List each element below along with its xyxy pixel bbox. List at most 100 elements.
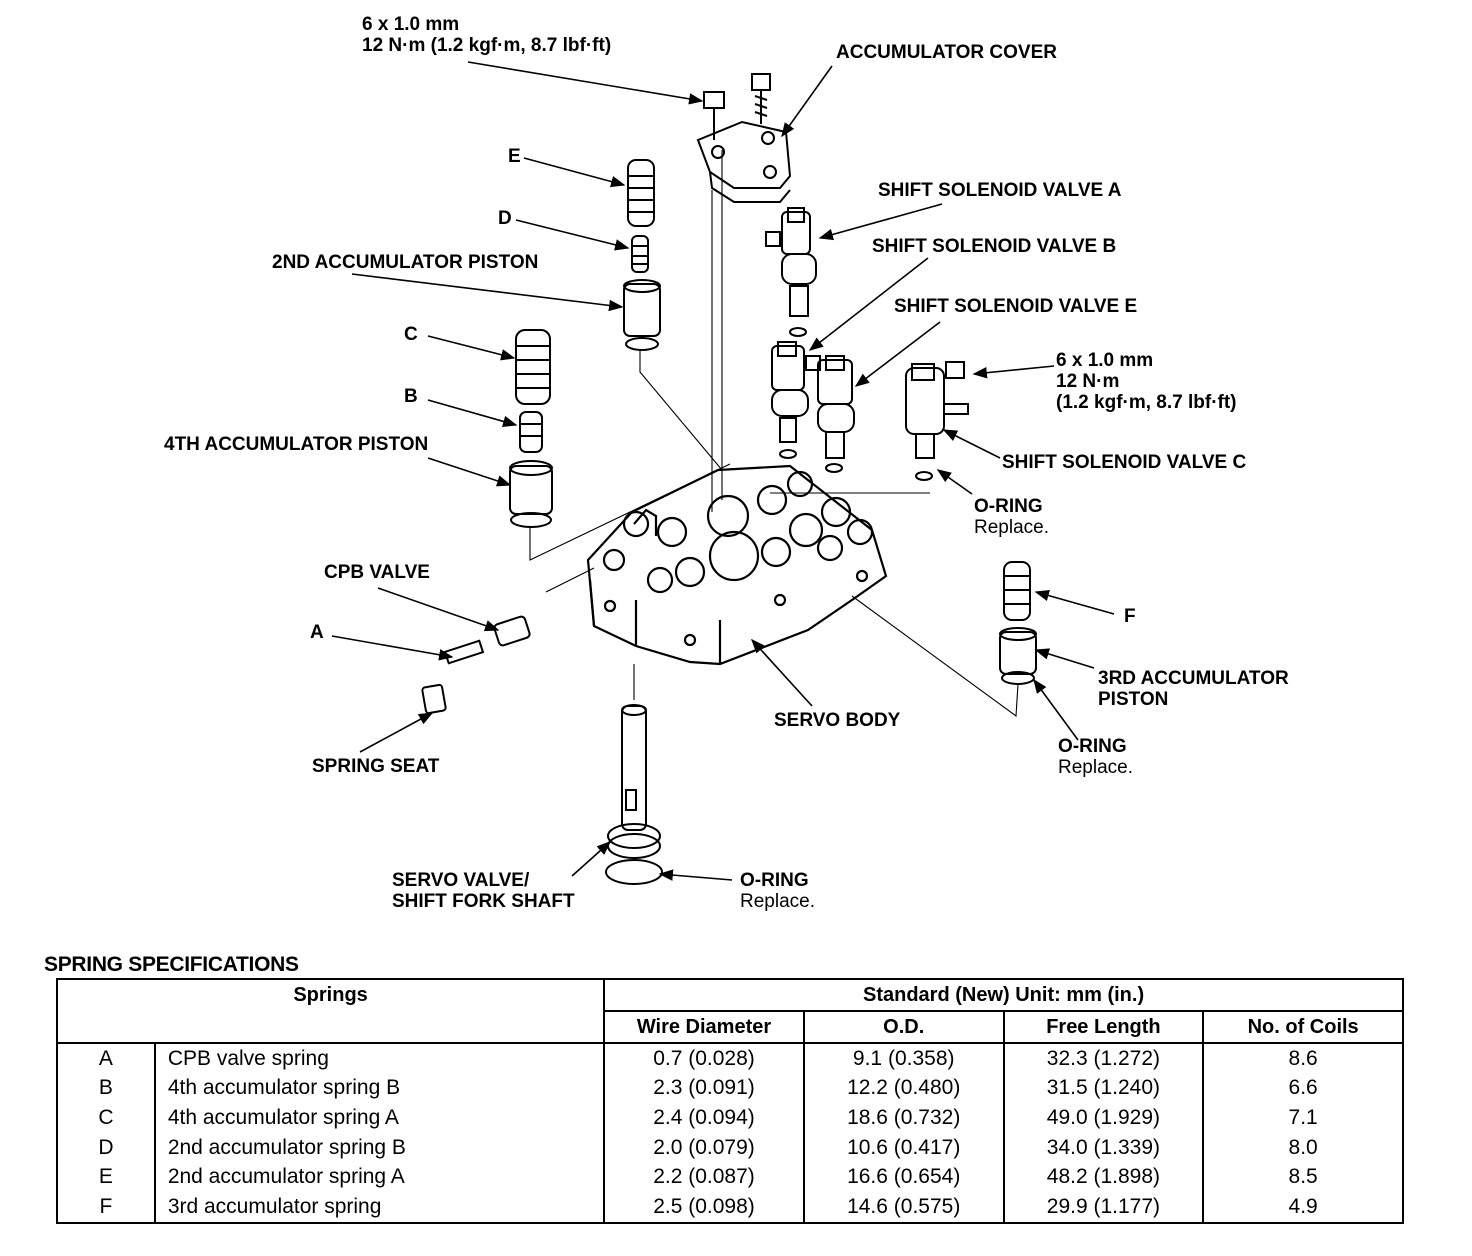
outer-diameter: 12.2 (0.480)	[803, 1073, 1005, 1104]
label-cpb-valve: CPB VALVE	[324, 562, 430, 583]
table-row: C 4th accumulator spring A 2.4 (0.094) 1…	[56, 1103, 1404, 1133]
coil-count: 6.6	[1203, 1073, 1404, 1104]
label-shift-solenoid-b: SHIFT SOLENOID VALVE B	[872, 236, 1117, 257]
spring-name: 4th accumulator spring A	[154, 1103, 606, 1133]
shift-solenoid-a	[765, 207, 817, 337]
label-c: C	[404, 324, 418, 345]
spring-id: F	[56, 1191, 156, 1224]
bolt-top-size: 6 x 1.0 mm	[362, 14, 460, 35]
label-2nd-accumulator-piston: 2ND ACCUMULATOR PISTON	[272, 252, 539, 273]
outer-diameter: 16.6 (0.654)	[803, 1162, 1005, 1192]
label-o-ring-servo: O-RING Replace.	[740, 870, 815, 912]
label-e: E	[508, 146, 521, 167]
spring-id: C	[56, 1103, 156, 1133]
spring-name: 4th accumulator spring B	[154, 1073, 606, 1104]
free-length: 49.0 (1.929)	[1003, 1103, 1205, 1133]
wire-diameter: 0.7 (0.028)	[604, 1043, 805, 1074]
free-length: 31.5 (1.240)	[1003, 1073, 1205, 1104]
outer-diameter: 14.6 (0.575)	[803, 1191, 1005, 1224]
spring-specifications-title: SPRING SPECIFICATIONS	[44, 953, 299, 976]
spring-name: 2nd accumulator spring A	[154, 1162, 606, 1192]
label-d: D	[498, 208, 512, 229]
bolt-top-spec: 6 x 1.0 mm 12 N·m (1.2 kgf·m, 8.7 lbf·ft…	[362, 14, 611, 56]
servo-valve-line-1: SERVO VALVE/	[392, 870, 530, 891]
leader-lines	[331, 61, 1115, 881]
shift-solenoid-e	[817, 355, 855, 473]
table-row: F 3rd accumulator spring 2.5 (0.098) 14.…	[56, 1191, 1404, 1224]
wire-diameter: 2.4 (0.094)	[604, 1103, 805, 1133]
label-4th-accumulator-piston: 4TH ACCUMULATOR PISTON	[164, 434, 429, 455]
shift-solenoid-c	[905, 361, 969, 481]
o-ring-right-note: Replace.	[974, 517, 1049, 538]
wire-diameter: 2.2 (0.087)	[604, 1162, 805, 1192]
wire-diameter: 2.3 (0.091)	[604, 1073, 805, 1104]
springs-header: Springs	[55, 978, 606, 1044]
label-servo-valve: SERVO VALVE/ SHIFT FORK SHAFT	[392, 870, 575, 912]
3rd-piston-line-2: PISTON	[1098, 689, 1169, 710]
bolt-right-size: 6 x 1.0 mm	[1056, 350, 1154, 371]
3rd-piston-line-1: 3RD ACCUMULATOR	[1098, 668, 1289, 689]
outer-diameter: 9.1 (0.358)	[803, 1043, 1005, 1074]
o-ring-servo-title: O-RING	[740, 870, 809, 891]
spring-id: B	[56, 1073, 156, 1104]
outer-diameter: 10.6 (0.417)	[803, 1132, 1005, 1163]
col-no-of-coils: No. of Coils	[1203, 1011, 1404, 1044]
coil-count: 8.5	[1203, 1162, 1404, 1192]
col-od: O.D.	[803, 1011, 1005, 1044]
wire-diameter: 2.0 (0.079)	[604, 1132, 805, 1163]
label-spring-seat: SPRING SEAT	[312, 756, 440, 777]
label-servo-body: SERVO BODY	[774, 710, 901, 731]
spring-name: 3rd accumulator spring	[154, 1191, 606, 1224]
spring-specifications-table: Springs Standard (New) Unit: mm (in.) Wi…	[55, 978, 1404, 1224]
coil-count: 4.9	[1203, 1191, 1404, 1224]
spring-id: E	[56, 1162, 156, 1192]
third-accumulator-parts	[999, 561, 1037, 685]
cpb-valve-parts	[421, 615, 531, 715]
spring-id: A	[56, 1043, 156, 1074]
label-a: A	[310, 622, 324, 643]
accumulator-cover	[696, 73, 792, 203]
free-length: 29.9 (1.177)	[1003, 1191, 1205, 1224]
label-3rd-accumulator-piston: 3RD ACCUMULATOR PISTON	[1098, 668, 1289, 710]
coil-count: 8.0	[1203, 1132, 1404, 1163]
col-wire-diameter: Wire Diameter	[604, 1011, 805, 1044]
spring-id: D	[56, 1132, 156, 1163]
col-free-length: Free Length	[1003, 1011, 1205, 1044]
label-o-ring-right: O-RING Replace.	[974, 496, 1049, 538]
coil-count: 8.6	[1203, 1043, 1404, 1074]
servo-valve-line-2: SHIFT FORK SHAFT	[392, 891, 575, 912]
label-shift-solenoid-a: SHIFT SOLENOID VALVE A	[878, 180, 1122, 201]
bolt-right-torque-2: (1.2 kgf·m, 8.7 lbf·ft)	[1056, 392, 1237, 413]
bolt-right-torque-1: 12 N·m	[1056, 371, 1120, 392]
standard-header: Standard (New) Unit: mm (in.)	[604, 978, 1404, 1012]
o-ring-third-note: Replace.	[1058, 757, 1133, 778]
label-b: B	[404, 386, 418, 407]
label-shift-solenoid-e: SHIFT SOLENOID VALVE E	[894, 296, 1138, 317]
label-accumulator-cover: ACCUMULATOR COVER	[836, 42, 1057, 63]
label-f: F	[1124, 606, 1136, 627]
spring-name: 2nd accumulator spring B	[154, 1132, 606, 1163]
free-length: 34.0 (1.339)	[1003, 1132, 1205, 1163]
o-ring-servo-note: Replace.	[740, 891, 815, 912]
bolt-right-spec: 6 x 1.0 mm 12 N·m (1.2 kgf·m, 8.7 lbf·ft…	[1056, 350, 1237, 413]
table-row: E 2nd accumulator spring A 2.2 (0.087) 1…	[56, 1162, 1404, 1192]
label-o-ring-third: O-RING Replace.	[1058, 736, 1133, 778]
wire-diameter: 2.5 (0.098)	[604, 1191, 805, 1224]
coil-count: 7.1	[1203, 1103, 1404, 1133]
fourth-accumulator-parts	[509, 329, 553, 528]
table-row: A CPB valve spring 0.7 (0.028) 9.1 (0.35…	[56, 1043, 1404, 1074]
second-accumulator-parts	[623, 159, 661, 351]
outer-diameter: 18.6 (0.732)	[803, 1103, 1005, 1133]
spring-name: CPB valve spring	[154, 1043, 606, 1074]
servo-valve-shaft	[605, 704, 663, 885]
o-ring-third-title: O-RING	[1058, 736, 1127, 757]
servo-body	[586, 464, 888, 666]
table-row: B 4th accumulator spring B 2.3 (0.091) 1…	[56, 1073, 1404, 1104]
o-ring-right-title: O-RING	[974, 496, 1043, 517]
bolt-top-torque: 12 N·m (1.2 kgf·m, 8.7 lbf·ft)	[362, 35, 612, 56]
free-length: 48.2 (1.898)	[1003, 1162, 1205, 1192]
label-shift-solenoid-c: SHIFT SOLENOID VALVE C	[1002, 452, 1247, 473]
shift-solenoid-b	[771, 341, 821, 459]
table-row: D 2nd accumulator spring B 2.0 (0.079) 1…	[56, 1132, 1404, 1163]
